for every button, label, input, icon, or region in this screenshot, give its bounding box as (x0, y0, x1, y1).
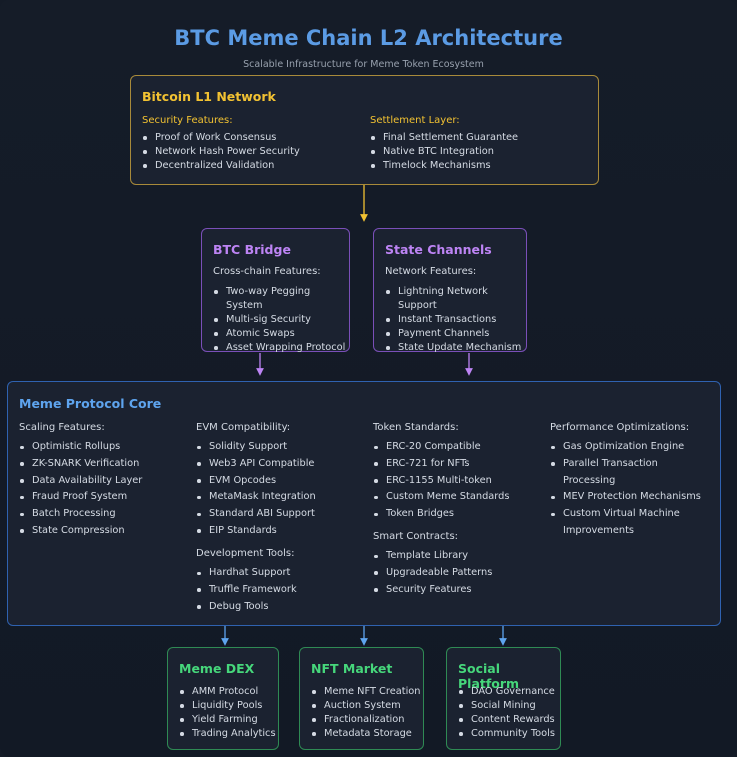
list-item: Trading Analytics (179, 727, 279, 741)
list-item: Multi-sig Security (213, 313, 349, 327)
nft-market-list: Meme NFT Creation Auction System Fractio… (311, 685, 424, 741)
smart-contracts-heading: Smart Contracts: (373, 531, 459, 542)
list-item: Debug Tools (196, 599, 366, 616)
meme-dex-list: AMM Protocol Liquidity Pools Yield Farmi… (179, 685, 279, 741)
list-item: ERC-20 Compatible (373, 439, 543, 456)
list-item: Payment Channels (385, 327, 527, 341)
list-item: DAO Governance (458, 685, 561, 699)
scaling-list: Optimistic Rollups ZK-SNARK Verification… (19, 439, 189, 540)
diagram-title: BTC Meme Chain L2 Architecture (174, 26, 563, 50)
list-item: Standard ABI Support (196, 506, 366, 523)
list-item: Custom Meme Standards (373, 489, 543, 506)
meme-protocol-core-box: Meme Protocol Core Scaling Features: Opt… (7, 381, 721, 626)
token-standards-heading: Token Standards: (373, 422, 459, 433)
list-item: AMM Protocol (179, 685, 279, 699)
list-item: Asset Wrapping Protocol (213, 341, 349, 355)
btc-bridge-box: BTC Bridge Cross-chain Features: Two-way… (201, 228, 350, 355)
btc-bridge-list: Two-way Pegging System Multi-sig Securit… (213, 285, 349, 355)
list-item: Auction System (311, 699, 424, 713)
list-item: EVM Opcodes (196, 473, 366, 490)
list-item: Parallel Transaction Processing (550, 456, 712, 490)
l1-network-box: Bitcoin L1 Network Security Features: Pr… (130, 75, 599, 185)
list-item: Final Settlement Guarantee (370, 131, 580, 145)
core-title: Meme Protocol Core (19, 396, 162, 411)
diagram-subtitle: Scalable Infrastructure for Meme Token E… (243, 59, 484, 70)
list-item: Decentralized Validation (142, 159, 352, 173)
l1-security-list: Proof of Work Consensus Network Hash Pow… (142, 131, 352, 173)
list-item: Lightning Network Support (385, 285, 527, 313)
token-standards-list: ERC-20 Compatible ERC-721 for NFTs ERC-1… (373, 439, 543, 523)
list-item: Fraud Proof System (19, 489, 189, 506)
performance-heading: Performance Optimizations: (550, 422, 690, 433)
state-channels-heading: Network Features: (385, 266, 477, 277)
smart-contracts-list: Template Library Upgradeable Patterns Se… (373, 548, 543, 598)
meme-dex-title: Meme DEX (179, 661, 255, 676)
meme-dex-box: Meme DEX AMM Protocol Liquidity Pools Yi… (167, 647, 279, 750)
l1-settlement-list: Final Settlement Guarantee Native BTC In… (370, 131, 580, 173)
l1-network-title: Bitcoin L1 Network (142, 89, 276, 104)
l1-security-heading: Security Features: (142, 115, 233, 126)
list-item: Batch Processing (19, 506, 189, 523)
list-item: Optimistic Rollups (19, 439, 189, 456)
list-item: Web3 API Compatible (196, 456, 366, 473)
btc-bridge-title: BTC Bridge (213, 242, 291, 257)
list-item: Instant Transactions (385, 313, 527, 327)
state-channels-title: State Channels (385, 242, 492, 257)
list-item: EIP Standards (196, 523, 366, 540)
nft-market-title: NFT Market (311, 661, 393, 676)
evm-list: Solidity Support Web3 API Compatible EVM… (196, 439, 366, 540)
list-item: Network Hash Power Security (142, 145, 352, 159)
list-item: State Update Mechanism (385, 341, 527, 355)
list-item: ZK-SNARK Verification (19, 456, 189, 473)
nft-market-box: NFT Market Meme NFT Creation Auction Sys… (299, 647, 424, 750)
evm-heading: EVM Compatibility: (196, 422, 291, 433)
list-item: Upgradeable Patterns (373, 565, 543, 582)
list-item: Atomic Swaps (213, 327, 349, 341)
scaling-heading: Scaling Features: (19, 422, 105, 433)
list-item: Two-way Pegging System (213, 285, 349, 313)
list-item: Token Bridges (373, 506, 543, 523)
list-item: Solidity Support (196, 439, 366, 456)
list-item: Fractionalization (311, 713, 424, 727)
social-platform-list: DAO Governance Social Mining Content Rew… (458, 685, 561, 741)
list-item: Custom Virtual Machine Improvements (550, 506, 712, 540)
list-item: Gas Optimization Engine (550, 439, 712, 456)
list-item: Metadata Storage (311, 727, 424, 741)
list-item: Template Library (373, 548, 543, 565)
list-item: Timelock Mechanisms (370, 159, 580, 173)
performance-list: Gas Optimization Engine Parallel Transac… (550, 439, 712, 540)
list-item: Community Tools (458, 727, 561, 741)
list-item: MEV Protection Mechanisms (550, 489, 712, 506)
list-item: Proof of Work Consensus (142, 131, 352, 145)
list-item: Liquidity Pools (179, 699, 279, 713)
list-item: ERC-1155 Multi-token (373, 473, 543, 490)
list-item: Hardhat Support (196, 565, 366, 582)
list-item: Meme NFT Creation (311, 685, 424, 699)
list-item: Data Availability Layer (19, 473, 189, 490)
state-channels-list: Lightning Network Support Instant Transa… (385, 285, 527, 355)
list-item: Social Mining (458, 699, 561, 713)
list-item: ERC-721 for NFTs (373, 456, 543, 473)
list-item: Native BTC Integration (370, 145, 580, 159)
social-platform-title: Social Platform (458, 661, 520, 691)
list-item: Truffle Framework (196, 582, 366, 599)
dev-tools-heading: Development Tools: (196, 548, 295, 559)
btc-bridge-heading: Cross-chain Features: (213, 266, 321, 277)
state-channels-box: State Channels Network Features: Lightni… (373, 228, 527, 355)
social-platform-box: Social Platform DAO Governance Social Mi… (446, 647, 561, 750)
list-item: Content Rewards (458, 713, 561, 727)
list-item: Security Features (373, 582, 543, 599)
list-item: State Compression (19, 523, 189, 540)
dev-tools-list: Hardhat Support Truffle Framework Debug … (196, 565, 366, 615)
l1-settlement-heading: Settlement Layer: (370, 115, 460, 126)
list-item: MetaMask Integration (196, 489, 366, 506)
list-item: Yield Farming (179, 713, 279, 727)
